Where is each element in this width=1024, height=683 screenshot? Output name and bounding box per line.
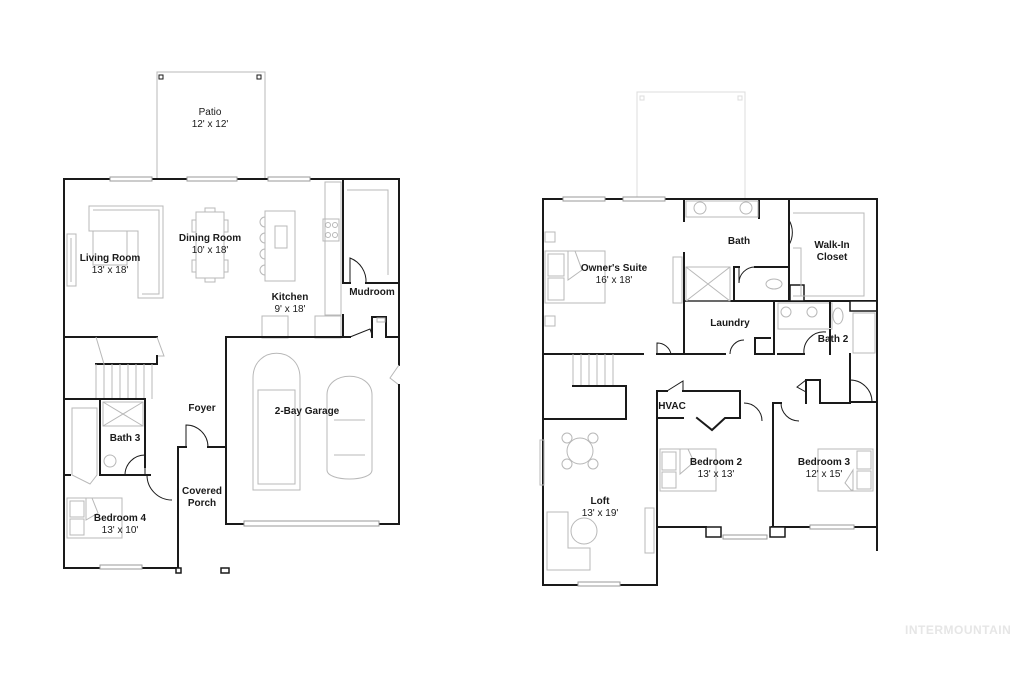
room-name-line2: Closet: [816, 252, 848, 263]
room-name: Kitchen: [271, 292, 309, 303]
room-name: Bath 3: [109, 433, 141, 444]
room-name: Covered: [181, 486, 223, 497]
room-name: Bath 2: [817, 334, 849, 345]
room-dimensions: 13' x 13': [697, 469, 735, 480]
room-dimensions: 13' x 10': [101, 525, 139, 536]
room-label-loft: Loft 13' x 19': [582, 496, 619, 520]
room-name: HVAC: [658, 401, 686, 412]
room-label-hvac: HVAC: [658, 401, 686, 413]
room-dimensions: 16' x 18': [595, 275, 633, 286]
room-label-bedroom-4: Bedroom 4 13' x 10': [94, 513, 146, 537]
room-name: Walk-In: [814, 240, 850, 251]
room-label-mudroom: Mudroom: [349, 287, 395, 299]
room-name: Living Room: [79, 253, 141, 264]
room-name: Foyer: [188, 403, 216, 414]
second-floor-plan: [539, 91, 878, 587]
room-name: Bedroom 4: [93, 513, 147, 524]
room-dimensions: 13' x 19': [581, 508, 619, 519]
room-name-line2: Porch: [187, 498, 217, 509]
room-dimensions: 12' x 15': [805, 469, 843, 480]
room-name: Loft: [590, 496, 610, 507]
room-label-garage: 2-Bay Garage: [275, 406, 339, 418]
room-label-bath-3: Bath 3: [110, 433, 141, 445]
watermark-logo: INTERMOUNTAIN: [905, 623, 1012, 637]
room-label-covered-porch: Covered Porch: [182, 486, 222, 510]
room-name: Laundry: [710, 318, 750, 329]
room-label-walk-in-closet: Walk-In Closet: [814, 240, 849, 264]
room-name: Patio: [198, 107, 222, 118]
room-name: 2-Bay Garage: [274, 406, 340, 417]
room-name: Bedroom 2: [689, 457, 743, 468]
room-dimensions: 9' x 18': [274, 304, 306, 315]
room-name: Owner's Suite: [580, 263, 648, 274]
first-floor-plan: [63, 71, 400, 574]
room-label-laundry: Laundry: [710, 318, 749, 330]
room-label-bedroom-2: Bedroom 2 13' x 13': [690, 457, 742, 481]
room-name: Mudroom: [349, 287, 395, 298]
room-label-foyer: Foyer: [188, 403, 215, 415]
room-dimensions: 12' x 12': [191, 119, 229, 130]
room-dimensions: 13' x 18': [91, 265, 129, 276]
room-name: Bath: [727, 236, 751, 247]
room-name: Bedroom 3: [797, 457, 851, 468]
room-label-bath-2: Bath 2: [818, 334, 849, 346]
room-label-dining-room: Dining Room 10' x 18': [179, 233, 241, 257]
room-label-bedroom-3: Bedroom 3 12' x 15': [798, 457, 850, 481]
room-label-patio: Patio 12' x 12': [192, 107, 229, 131]
room-name: Dining Room: [178, 233, 242, 244]
room-label-owners-suite: Owner's Suite 16' x 18': [581, 263, 647, 287]
room-dimensions: 10' x 18': [191, 245, 229, 256]
room-label-bath: Bath: [728, 236, 750, 248]
room-label-kitchen: Kitchen 9' x 18': [272, 292, 309, 316]
room-label-living-room: Living Room 13' x 18': [80, 253, 141, 277]
